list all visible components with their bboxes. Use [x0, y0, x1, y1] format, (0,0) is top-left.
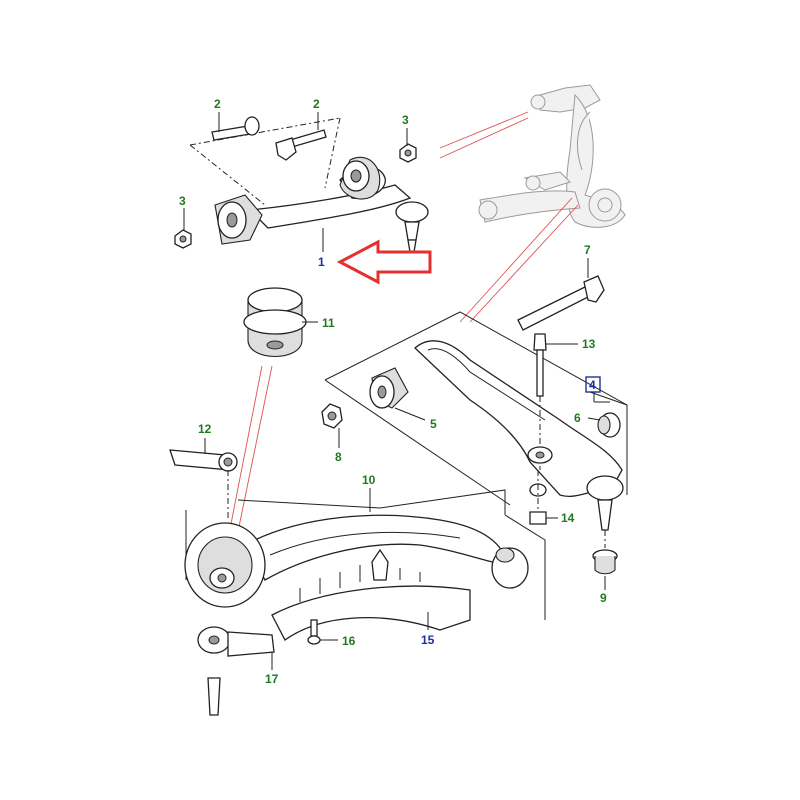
callout-10: 10: [362, 473, 376, 487]
bolt-icon: [275, 129, 327, 161]
callout-11: 11: [322, 316, 335, 330]
nut-icon: [174, 229, 192, 249]
bolt-16-icon: [307, 619, 338, 645]
bushing-icon: [491, 547, 529, 589]
reference-suspension-sketch: [478, 84, 626, 228]
callout-4: 4: [589, 378, 596, 392]
callout-2-left: 2: [214, 97, 221, 111]
callout-8: 8: [335, 450, 342, 464]
ball-joint-9-icon: [586, 475, 624, 590]
bushing-icon: [214, 194, 263, 245]
callout-3-right: 3: [402, 113, 409, 127]
reference-lines: [217, 111, 579, 591]
nut-icon: [399, 143, 417, 163]
bushing-6-icon: [587, 412, 621, 438]
callout-13: 13: [582, 337, 596, 351]
callout-3-left: 3: [179, 194, 186, 208]
long-bolt-icon: [517, 258, 605, 331]
callout-17: 17: [265, 672, 279, 686]
bushing-icon: [339, 156, 381, 200]
callout-7: 7: [584, 243, 591, 257]
highlight-arrow-icon: [336, 239, 432, 285]
callout-6: 6: [574, 411, 581, 425]
link-12-icon: [169, 438, 238, 520]
callout-4-highlight-box: [585, 376, 601, 393]
callout-5: 5: [430, 417, 437, 431]
callout-14: 14: [561, 511, 575, 525]
ball-joint-icon: [395, 201, 429, 253]
callout-9: 9: [600, 591, 607, 605]
tension-strut-group: [184, 488, 546, 620]
callout-2-right: 2: [313, 97, 320, 111]
callout-1: 1: [318, 255, 325, 269]
lower-arm-group: [321, 258, 628, 590]
shield-15-icon: [271, 548, 471, 641]
upper-arm-group: [174, 112, 429, 253]
nut-14-icon: [529, 470, 558, 525]
hydrobush-icon: [184, 522, 266, 608]
bushing-5-icon: [369, 367, 426, 421]
nut-8-icon: [321, 403, 343, 448]
callout-15: 15: [421, 633, 435, 647]
callout-12: 12: [198, 422, 212, 436]
bracket-17-icon: [197, 626, 275, 716]
callout-16: 16: [342, 634, 356, 648]
bolt-13-icon: [533, 333, 578, 470]
bushing-11-icon: [243, 287, 318, 358]
callout-labels: 2 2 3 3 1 7 11 13 4 6 5 12 8 10 14 9 16 …: [179, 97, 607, 686]
bolt-icon: [211, 116, 260, 141]
